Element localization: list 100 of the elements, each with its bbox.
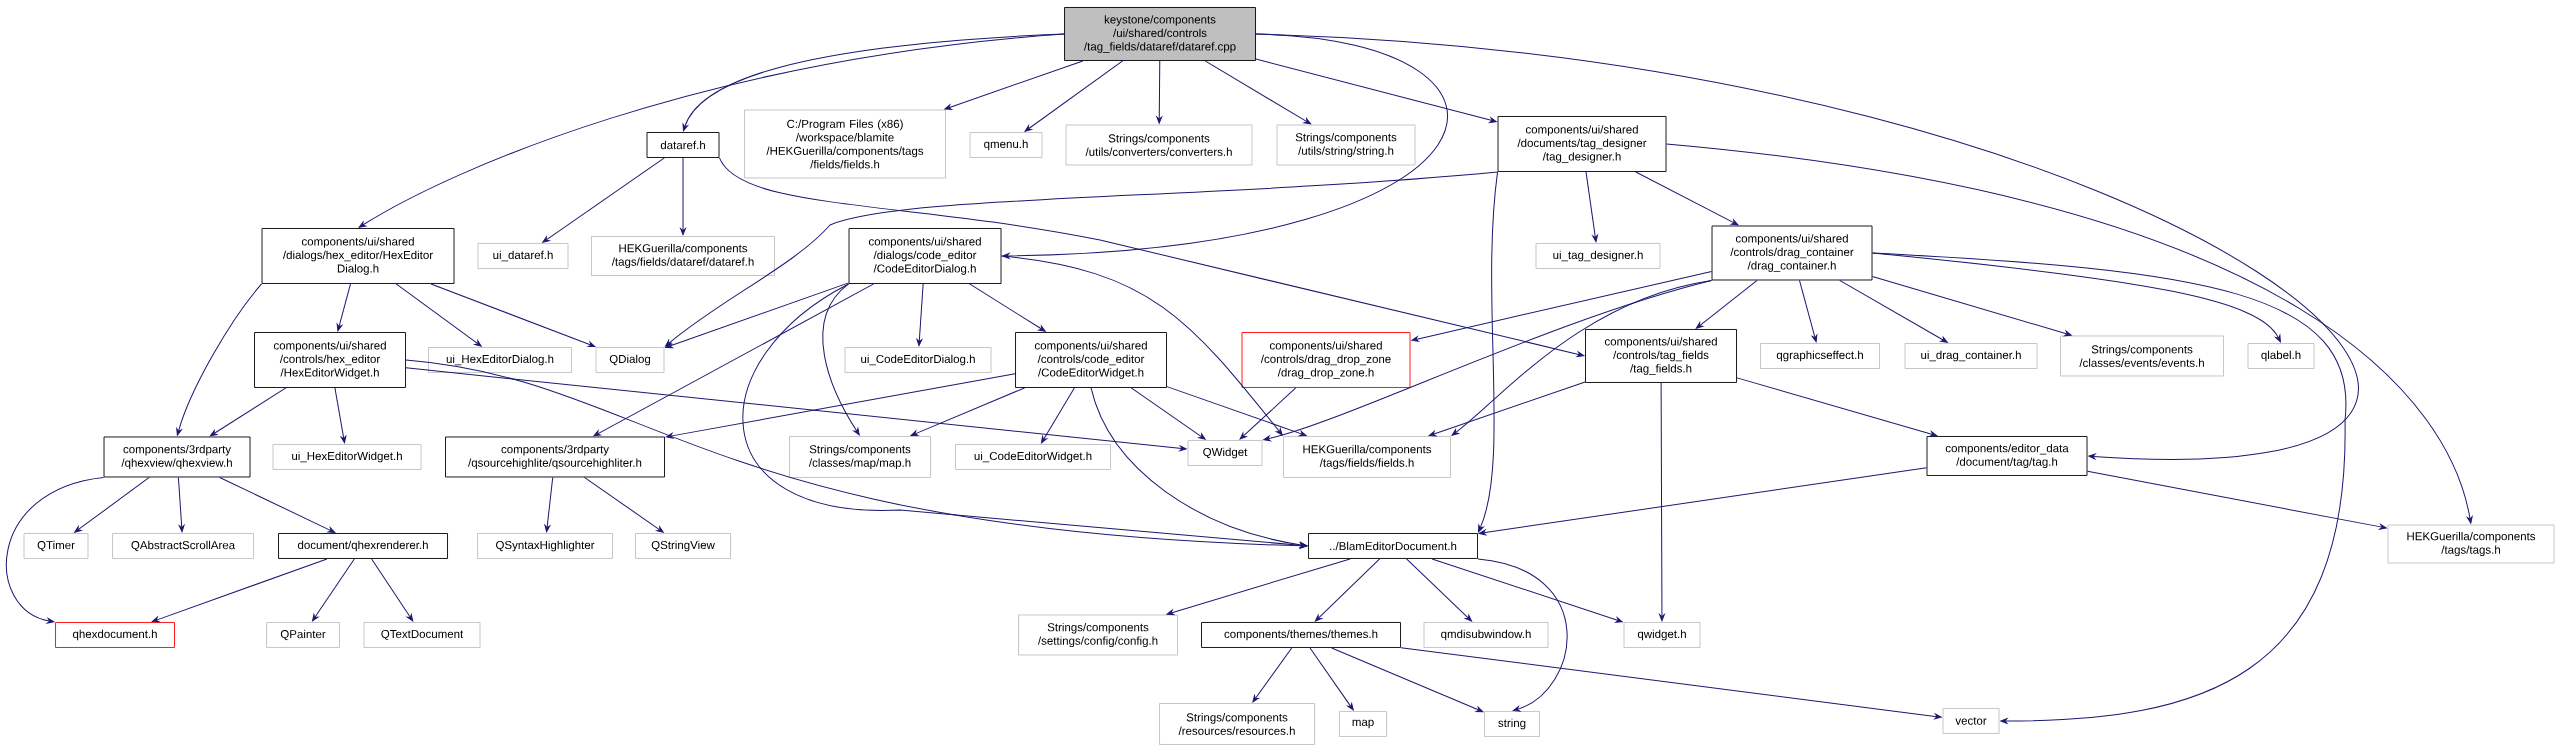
- file-box: HEKGuerilla/components /tags/tags.h: [2387, 524, 2555, 564]
- file-box: components/ui/shared /controls/code_editor /CodeEditorWidget.h: [1015, 332, 1167, 388]
- arrow: [1090, 387, 1308, 548]
- file-box: HEKGuerilla/components /tags/fields/fields.h: [1283, 436, 1451, 478]
- arrow: [542, 157, 665, 243]
- arrow: [1478, 467, 1928, 536]
- file-box: keystone/components /ui/shared/controls /tag_fields/dataref/dataref.cpp: [1064, 7, 1256, 61]
- file-box: qhexdocument.h: [55, 622, 175, 648]
- file-box: ui_CodeEditorWidget.h: [955, 444, 1111, 470]
- arrow: [1000, 255, 1283, 436]
- arrow: [1406, 558, 1472, 622]
- file-box: C:/Program Files (x86) /workspace/blamite /HEKGuerilla/components/tags /fields/fields.h: [744, 109, 946, 179]
- arrow: [1665, 143, 2473, 524]
- arrow: [1024, 60, 1124, 132]
- file-box: qwidget.h: [1623, 622, 1701, 648]
- arrow: [1798, 279, 1818, 343]
- arrow: [1477, 558, 1568, 712]
- arrow: [395, 283, 482, 347]
- arrow: [1255, 33, 2357, 460]
- file-box: QPainter: [266, 622, 340, 648]
- file-box: QWidget: [1187, 440, 1263, 466]
- arrow: [718, 157, 1585, 358]
- arrow: [544, 476, 554, 533]
- arrow: [1002, 33, 1448, 259]
- file-box: components/ui/shared /documents/tag_designer /tag_designer.h: [1497, 116, 1667, 172]
- arrow: [1204, 60, 1312, 125]
- arrow: [583, 476, 664, 533]
- arrow: [209, 387, 287, 437]
- arrow: [680, 157, 686, 236]
- arrow: [665, 373, 1016, 439]
- arrow: [1400, 647, 1942, 720]
- arrow: [1428, 381, 1586, 437]
- arrow: [1451, 279, 1713, 436]
- file-box: components/editor_data /document/tag/tag.h: [1926, 436, 2088, 476]
- file-box: dataref.h: [646, 132, 720, 158]
- arrow: [944, 60, 1084, 110]
- arrow: [312, 558, 355, 622]
- file-box: map: [1339, 711, 1387, 737]
- file-box: ui_drag_container.h: [1904, 343, 2038, 369]
- arrow: [916, 283, 924, 347]
- arrow: [151, 558, 328, 623]
- arrow: [1635, 171, 1739, 226]
- file-box: components/themes/themes.h: [1201, 622, 1401, 648]
- arrow: [682, 33, 1065, 132]
- arrow: [336, 283, 351, 332]
- file-box: QSyntaxHighlighter: [477, 533, 613, 559]
- arrow: [1156, 60, 1163, 124]
- arrow: [593, 283, 875, 437]
- file-box: ui_tag_designer.h: [1535, 243, 1661, 269]
- arrow: [1166, 386, 1307, 437]
- file-box: components/ui/shared /controls/tag_fields /tag_fields.h: [1585, 329, 1737, 383]
- arrow: [822, 283, 860, 436]
- file-box: components/ui/shared /controls/drag_container /drag_container.h: [1711, 225, 1873, 281]
- arrow: [371, 558, 414, 622]
- file-box: ../BlamEditorDocument.h: [1308, 533, 1478, 559]
- file-box: Strings/components /utils/converters/converters.h: [1065, 124, 1253, 166]
- arrow: [665, 282, 850, 349]
- arrow: [1263, 279, 1713, 442]
- arrow: [1309, 647, 1354, 711]
- file-box: qgraphicseffect.h: [1760, 343, 1880, 369]
- file-box: qlabel.h: [2247, 343, 2315, 369]
- file-box: document/qhexrenderer.h: [278, 533, 448, 559]
- arrow: [405, 367, 1187, 452]
- file-box: components/3rdparty /qsourcehighlite/qsourcehighliter.h: [445, 436, 665, 478]
- file-box: components/ui/shared /controls/hex_editor /HexEditorWidget.h: [254, 332, 406, 388]
- file-box: Strings/components /utils/string/string.h: [1276, 124, 1416, 166]
- arrow: [1239, 387, 1297, 440]
- arrow: [1839, 279, 1948, 343]
- file-box: QTimer: [23, 533, 89, 559]
- file-box: string: [1484, 711, 1540, 737]
- arrow: [405, 359, 1308, 549]
- arrow: [1255, 58, 1497, 123]
- file-box: QTextDocument: [363, 622, 481, 648]
- arrow: [1585, 171, 1598, 243]
- arrow: [176, 283, 263, 436]
- arrow: [1871, 252, 2346, 724]
- file-box: components/ui/shared /controls/drag_drop_zone /drag_drop_zone.h: [1241, 332, 1411, 388]
- file-box: QAbstractScrollArea: [112, 533, 254, 559]
- file-box: qmdisubwindow.h: [1423, 622, 1549, 648]
- file-box: Strings/components /classes/events/events.h: [2060, 335, 2224, 377]
- arrow: [1411, 270, 1713, 342]
- file-box: qmenu.h: [969, 132, 1043, 158]
- file-box: HEKGuerilla/components /tags/fields/dataref/dataref.h: [591, 236, 775, 276]
- file-box: Strings/components /resources/resources.h: [1159, 703, 1315, 745]
- arrow: [1736, 377, 1938, 437]
- file-box: ui_HexEditorWidget.h: [272, 444, 422, 470]
- arrow: [969, 283, 1046, 332]
- arrow: [665, 171, 1499, 347]
- file-box: ui_CodeEditorDialog.h: [844, 347, 992, 373]
- file-box: components/ui/shared /dialogs/code_editor /CodeEditorDialog.h: [848, 228, 1002, 284]
- arrow: [1314, 558, 1381, 622]
- arrow: [1130, 387, 1206, 440]
- arrow: [1331, 647, 1484, 713]
- file-box: components/3rdparty /qhexview/qhexview.h: [103, 436, 251, 478]
- arrow: [1478, 171, 1499, 533]
- arrow: [177, 476, 185, 533]
- arrow: [1871, 276, 2072, 337]
- file-box: ui_HexEditorDialog.h: [428, 347, 572, 373]
- arrow: [74, 476, 150, 533]
- arrow: [1431, 558, 1623, 623]
